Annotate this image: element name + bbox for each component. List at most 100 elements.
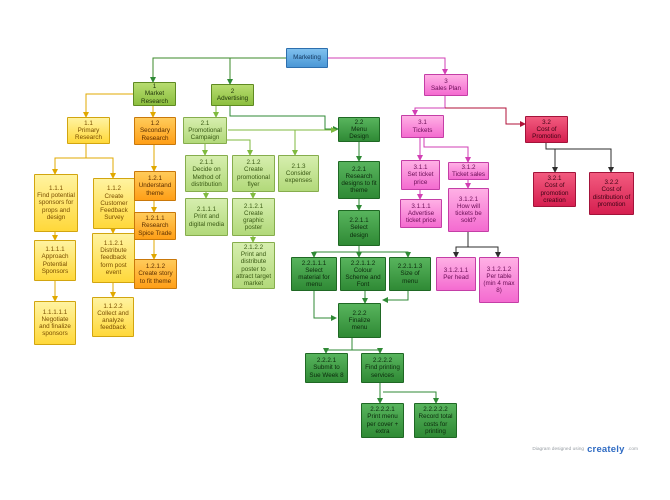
node-1-1-primary-research[interactable]: 1.1 Primary Research <box>67 117 110 144</box>
node-2-2-1-1-2-colour-scheme[interactable]: 2.2.1.1.2 Colour Scheme and Font <box>340 257 386 291</box>
node-label: Select material for menu <box>298 266 330 289</box>
node-id: 2.2.2.2.1 <box>370 406 395 414</box>
node-label: Select design <box>349 224 369 239</box>
node-label: Distribute feedback form post event <box>100 247 127 276</box>
node-id: 3.1.2.1.1 <box>443 266 469 274</box>
node-1-market-research[interactable]: 1 Market Research <box>133 82 176 106</box>
node-id: 1.1.2 <box>106 185 121 193</box>
node-2-advertising[interactable]: 2 Advertising <box>211 84 254 106</box>
node-3-1-2-ticket-sales[interactable]: 3.1.2 Ticket sales <box>448 162 489 180</box>
node-label: Advertise ticket price <box>405 209 437 225</box>
node-label: Collect and analyze feedback <box>97 309 129 332</box>
node-2-2-1-1-1-select-material[interactable]: 2.2.1.1.1 Select material for menu <box>291 257 337 291</box>
node-3-2-2-cost-distribution[interactable]: 3.2.2 Cost of distribution of promotion <box>589 172 634 215</box>
node-2-1-3-consider-expenses[interactable]: 2.1.3 Consider expenses <box>278 155 319 192</box>
node-1-1-2-1-distribute-feedback[interactable]: 1.1.2.1 Distribute feedback form post ev… <box>92 233 135 283</box>
node-id: 1 <box>152 83 157 91</box>
node-id: 2.1.3 <box>291 162 306 170</box>
node-label: Per table (min 4 max 8) <box>483 272 515 295</box>
node-label: Market Research <box>141 90 168 105</box>
node-3-1-2-1-how-sold[interactable]: 3.1.2.1 How will tickets be sold? <box>448 188 489 232</box>
node-3-1-2-1-2-per-table[interactable]: 3.1.2.1.2 Per table (min 4 max 8) <box>479 257 519 303</box>
node-id: 1.1.1.1 <box>45 246 65 254</box>
node-id: 2.2.1.1.1 <box>301 259 327 267</box>
node-1-2-1-1-research-spice-trade[interactable]: 1.2.1.1 Research Spice Trade <box>134 212 176 240</box>
node-2-2-2-2-1-print-menu[interactable]: 2.2.2.2.1 Print menu per cover + extra <box>361 403 404 438</box>
node-3-1-tickets[interactable]: 3.1 Tickets <box>401 115 444 138</box>
node-3-1-2-1-1-per-head[interactable]: 3.1.2.1.1 Per head <box>436 257 476 291</box>
node-id: 1.2.1.1 <box>145 215 165 223</box>
node-3-2-cost-of-promotion[interactable]: 3.2 Cost of Promotion <box>525 116 568 143</box>
node-2-1-2-promotional-flyer[interactable]: 2.1.2 Create promotional flyer <box>232 155 275 192</box>
node-2-1-2-2-distribute-poster[interactable]: 2.1.2.2 Print and distribute poster to a… <box>232 242 275 289</box>
node-1-1-2-feedback-survey[interactable]: 1.1.2 Create Customer Feedback Survey <box>93 178 135 229</box>
node-2-2-2-2-2-record-costs[interactable]: 2.2.2.2.2 Record total costs for printin… <box>414 403 457 438</box>
node-label: Cost of distribution of promotion <box>592 186 631 208</box>
node-label: Promotional Campaign <box>188 126 222 142</box>
node-id: 2.1.2.1 <box>243 202 264 210</box>
node-id: 2.1.2.2 <box>243 243 264 251</box>
node-label: Research Spice Trade <box>138 222 172 237</box>
node-label: Consider expenses <box>285 169 312 185</box>
node-3-1-1-1-advertise-price[interactable]: 3.1.1.1 Advertise ticket price <box>400 199 442 228</box>
node-label: Create promotional flyer <box>237 166 270 188</box>
node-id: 2.2.1 <box>351 165 366 173</box>
node-label: Research designs to fit theme <box>341 172 377 195</box>
node-label: Cost of promotion creation <box>540 182 569 204</box>
node-label: Print menu per cover + extra <box>366 413 399 435</box>
node-2-2-1-1-3-size-of-menu[interactable]: 2.2.1.1.3 Size of menu <box>389 257 431 291</box>
node-label: Advertising <box>216 95 249 102</box>
node-id: 3.1 <box>418 119 427 127</box>
node-label: Marketing <box>293 54 321 62</box>
node-label: Negotiate and finalize sponsors <box>39 315 71 338</box>
node-1-1-1-find-sponsors[interactable]: 1.1.1 Find potential sponsors for props … <box>34 174 78 232</box>
node-label: Find printing services <box>365 364 400 379</box>
node-label: Tickets <box>412 126 433 134</box>
node-id: 3.1.1 <box>413 164 428 172</box>
node-1-1-1-1-1-negotiate-sponsors[interactable]: 1.1.1.1.1 Negotiate and finalize sponsor… <box>34 301 76 345</box>
node-id: 2.1.1.1 <box>196 206 217 214</box>
node-id: 3.1.2.1.2 <box>486 265 512 273</box>
node-3-sales-plan[interactable]: 3 Sales Plan <box>424 74 468 96</box>
node-2-2-menu-design[interactable]: 2.2 Menu Design <box>338 117 380 142</box>
node-1-2-secondary-research[interactable]: 1.2 Secondary Research <box>134 117 176 145</box>
node-id: 2.2.1.1.3 <box>397 263 423 271</box>
node-2-1-2-1-graphic-poster[interactable]: 2.1.2.1 Create graphic poster <box>232 198 275 236</box>
node-id: 3.1.2 <box>461 163 476 171</box>
node-3-2-1-cost-creation[interactable]: 3.2.1 Cost of promotion creation <box>533 172 576 207</box>
node-id: 3.2.1 <box>547 175 562 183</box>
node-1-1-2-2-collect-feedback[interactable]: 1.1.2.2 Collect and analyze feedback <box>92 297 134 337</box>
node-label: Cost of Promotion <box>532 125 561 141</box>
node-2-1-1-1-print-digital[interactable]: 2.1.1.1 Print and digital media <box>185 198 228 236</box>
node-2-2-2-finalize-menu[interactable]: 2.2.2 Finalize menu <box>338 303 381 338</box>
node-2-2-2-1-submit-to-sue[interactable]: 2.2.2.1 Submit to Sue Week 8 <box>305 353 348 383</box>
node-label: Understand theme <box>138 182 172 197</box>
node-label: Colour Scheme and Font <box>345 266 381 289</box>
node-label: Size of menu <box>400 270 420 285</box>
node-label: Secondary Research <box>139 127 171 142</box>
node-label: Menu Design <box>349 125 369 141</box>
node-2-2-2-2-printing-services[interactable]: 2.2.2.2 Find printing services <box>361 353 404 383</box>
node-3-1-1-set-ticket-price[interactable]: 3.1.1 Set ticket price <box>401 160 440 190</box>
node-label: Finalize menu <box>348 316 371 332</box>
node-2-2-1-research-designs[interactable]: 2.2.1 Research designs to fit theme <box>338 161 380 199</box>
node-2-1-1-distribution-method[interactable]: 2.1.1 Decide on Method of distribution <box>185 155 228 192</box>
node-id: 2.1 <box>200 119 210 127</box>
node-id: 1.2 <box>150 120 160 128</box>
node-id: 1.1.2.1 <box>103 239 124 247</box>
node-2-2-1-1-select-design[interactable]: 2.2.1.1 Select design <box>338 210 380 246</box>
node-label: Create Customer Feedback Survey <box>100 192 128 222</box>
node-id: 2.2.1.1 <box>349 217 369 225</box>
node-1-1-1-1-approach-sponsors[interactable]: 1.1.1.1 Approach Potential Sponsors <box>34 240 76 281</box>
node-label: Per head <box>443 274 469 281</box>
node-label: Sales Plan <box>430 85 462 92</box>
node-1-2-1-2-create-story[interactable]: 1.2.1.2 Create story to fit theme <box>134 259 177 289</box>
node-id: 2.2.2.2.2 <box>423 406 448 414</box>
watermark-text: Diagram designed using <box>532 447 585 452</box>
node-id: 3.2.2 <box>604 179 619 187</box>
node-2-1-promotional-campaign[interactable]: 2.1 Promotional Campaign <box>183 117 227 144</box>
node-1-2-1-understand-theme[interactable]: 1.2.1 Understand theme <box>134 171 176 201</box>
node-id: 1.1.1 <box>48 184 63 192</box>
node-id: 2.2.2.1 <box>316 357 337 365</box>
node-marketing[interactable]: Marketing <box>286 48 328 68</box>
